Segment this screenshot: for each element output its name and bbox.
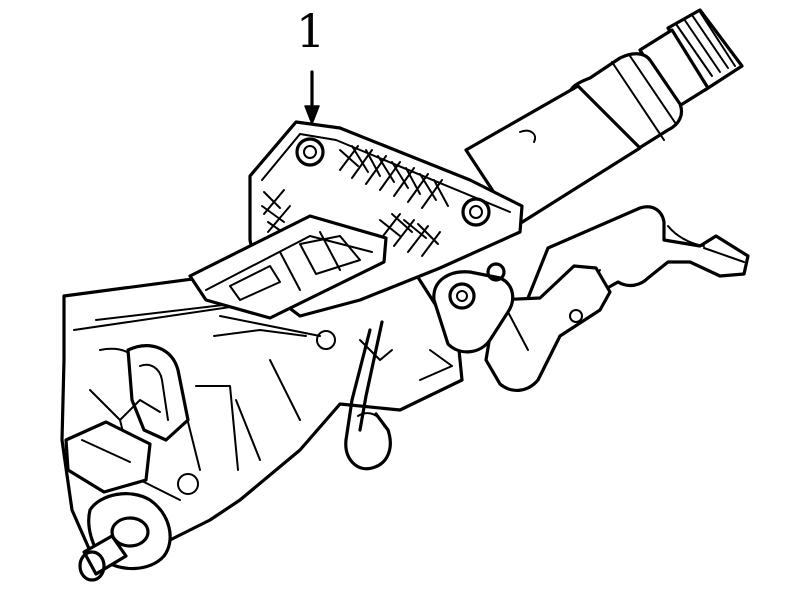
pivot-arm bbox=[432, 262, 515, 354]
callout-number-1: 1 bbox=[296, 4, 326, 58]
tilt-mechanism bbox=[64, 344, 190, 494]
lock-module bbox=[188, 214, 388, 350]
lower-connector bbox=[78, 492, 172, 582]
intermediate-shaft-bracket bbox=[484, 205, 750, 392]
release-lever bbox=[344, 320, 392, 471]
steering-shaft bbox=[464, 8, 744, 228]
callout-arrow bbox=[304, 70, 320, 125]
